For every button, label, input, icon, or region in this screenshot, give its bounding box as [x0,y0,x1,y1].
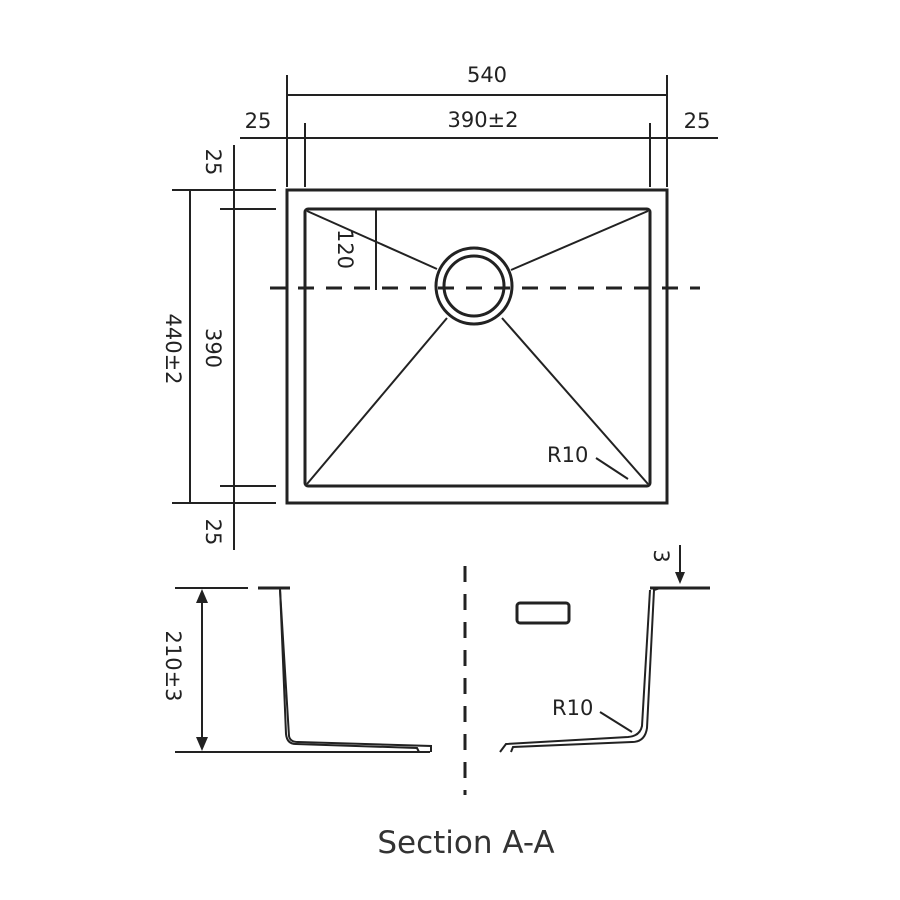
section-height-label: 210±3 [161,630,185,701]
section-height-arrow-top [196,589,208,603]
section-bowl-left-inner [279,589,432,752]
overall-depth-label: 440±2 [161,313,185,384]
section-bowl-right-outer [510,587,661,753]
overflow-slot [515,601,571,625]
slope-line-bottom-left [306,317,448,485]
section-view: 210±3 3 R10 Section A-A [161,545,710,861]
drain-outer-ring [434,246,514,326]
overall-width-label: 540 [467,63,507,87]
slope-line-top-left [306,210,438,270]
drain-inner-ring [442,254,506,318]
flange-thickness-label: 3 [649,549,673,562]
flange-left-label: 25 [245,109,272,133]
bowl-width-label: 390±2 [447,108,518,132]
flange-bottom-label: 25 [201,519,225,546]
section-caption: Section A-A [377,825,554,861]
outer-flange-outline [285,188,669,505]
section-bowl-right-inner [499,589,651,753]
drain-offset-label: 120 [333,229,357,269]
top-corner-radius-label: R10 [547,443,588,467]
slope-line-bottom-right [501,317,649,485]
flange-right-label: 25 [684,109,711,133]
slope-line-top-right [510,210,649,271]
bowl-depth-label: 390 [201,328,225,368]
section-bowl-left-outer [272,587,420,753]
section-corner-radius-leader [599,711,633,733]
inner-bowl-outline [303,207,652,488]
top-view: 120 R10 540 390±2 25 25 440±2 390 25 25 [161,63,718,550]
section-corner-radius-label: R10 [552,696,593,720]
top-corner-radius-leader [595,457,629,480]
section-height-arrow-bottom [196,737,208,751]
flange-top-label: 25 [201,149,225,176]
flange-thickness-arrow [675,572,685,584]
